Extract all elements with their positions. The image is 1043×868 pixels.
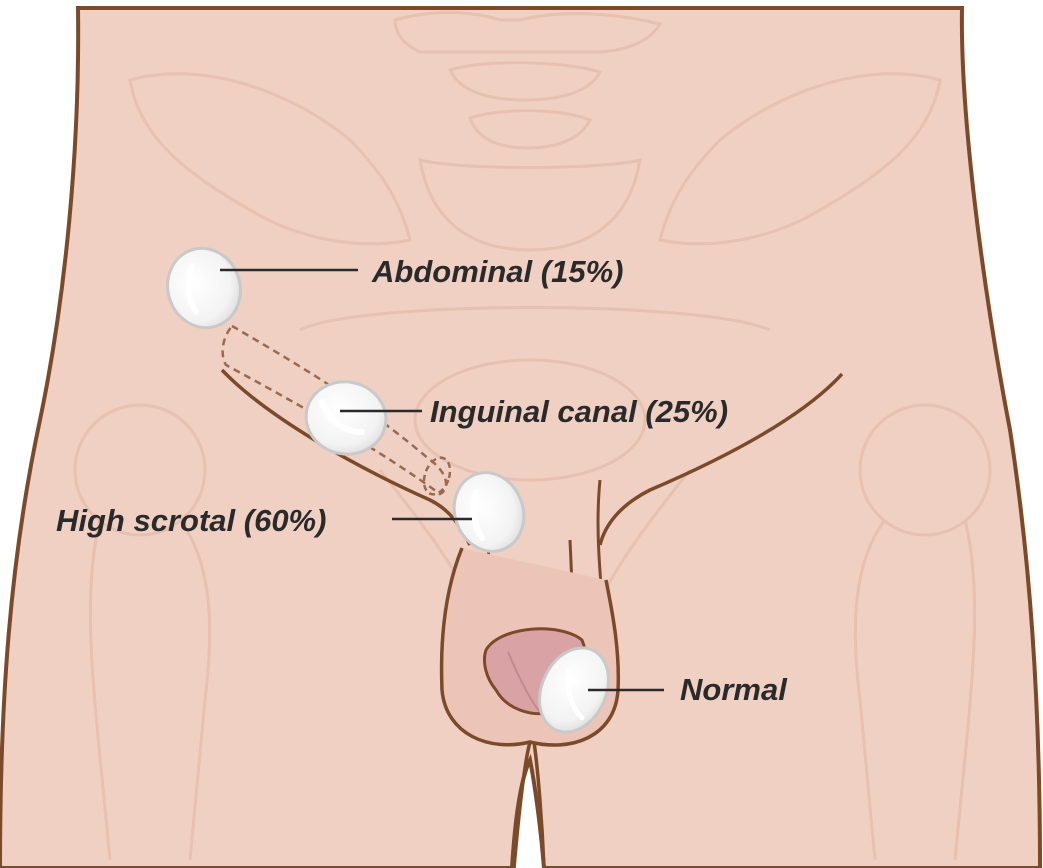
label-normal: Normal [680,674,787,705]
label-high-scrotal: High scrotal (60%) [56,505,326,536]
label-inguinal-canal: Inguinal canal (25%) [430,396,728,427]
label-abdominal: Abdominal (15%) [372,256,623,287]
